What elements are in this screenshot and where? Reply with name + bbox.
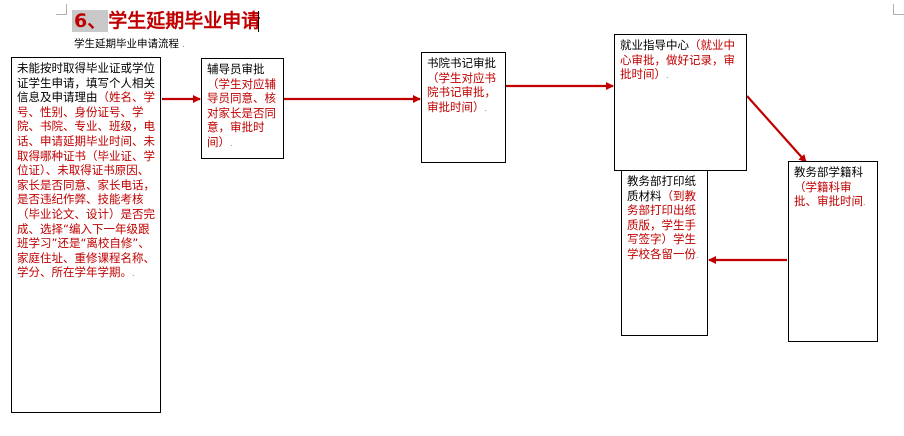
box-secretary-approval: 书院书记审批（学生对应书院书记审批，审批时间）. bbox=[421, 52, 506, 163]
student-application-details: （姓名、学号、性别、身份证号、学院、书院、专业、班级，电话、申请延期毕业时间、未… bbox=[17, 90, 155, 280]
text-cursor bbox=[258, 11, 259, 32]
counselor-approval-details: （学生对应辅导员同意、核对家长是否同意，审批时间） bbox=[207, 76, 276, 149]
paragraph-mark: . bbox=[666, 71, 669, 81]
student-application-label: 未能按时取得毕业证或学位证学生申请，填写个人相关信息及申请理由 bbox=[17, 61, 155, 105]
heading-number: 6、 bbox=[72, 10, 109, 32]
box-print-materials: 教务部打印纸质材料（到教务部打印出纸质版，学生手写签字）学生学校各留一份. bbox=[621, 170, 708, 336]
subtitle: 学生延期毕业申请流程 . bbox=[74, 36, 185, 51]
print-materials-details: （到教务部打印出纸质版，学生手写签字）学生学校各留一份 bbox=[627, 188, 696, 261]
paragraph-mark: . bbox=[484, 103, 488, 113]
paragraph-mark: . bbox=[230, 138, 233, 148]
crop-mark-top-left bbox=[56, 4, 67, 15]
box-student-application: 未能按时取得毕业证或学位证学生申请，填写个人相关信息及申请理由（姓名、学号、性别… bbox=[11, 57, 161, 413]
paragraph-mark: . bbox=[863, 198, 866, 208]
page-title: 6、学生延期毕业申请 bbox=[72, 8, 260, 34]
secretary-approval-details: （学生对应书院书记审批，审批时间） bbox=[427, 70, 496, 114]
secretary-approval-label: 书院书记审批 bbox=[427, 56, 496, 70]
registry-office-label: 教务部学籍科 bbox=[794, 165, 863, 179]
paragraph-mark: . bbox=[182, 40, 185, 49]
paragraph-mark: . bbox=[696, 250, 699, 260]
registry-office-details: （学籍科审批、审批时间 bbox=[794, 179, 863, 209]
crop-mark-top-right bbox=[893, 4, 904, 15]
arrow-employment-to-registry bbox=[746, 95, 807, 163]
employment-center-label: 就业指导中心 bbox=[620, 38, 689, 52]
employment-center-details: （就业中心审批，做好记录，审批时间） bbox=[620, 38, 735, 82]
box-counselor-approval: 辅导员审批（学生对应辅导员同意、核对家长是否同意，审批时间）. bbox=[201, 58, 284, 159]
subtitle-text: 学生延期毕业申请流程 bbox=[74, 38, 179, 50]
box-registry-office: 教务部学籍科（学籍科审批、审批时间. bbox=[788, 161, 878, 342]
paragraph-mark: . bbox=[132, 269, 135, 279]
print-materials-label: 教务部打印纸质材料 bbox=[627, 174, 696, 203]
heading-text: 学生延期毕业申请 bbox=[108, 10, 261, 32]
counselor-approval-label: 辅导员审批 bbox=[207, 62, 265, 76]
box-employment-center: 就业指导中心（就业中心审批，做好记录，审批时间）. bbox=[614, 34, 747, 171]
